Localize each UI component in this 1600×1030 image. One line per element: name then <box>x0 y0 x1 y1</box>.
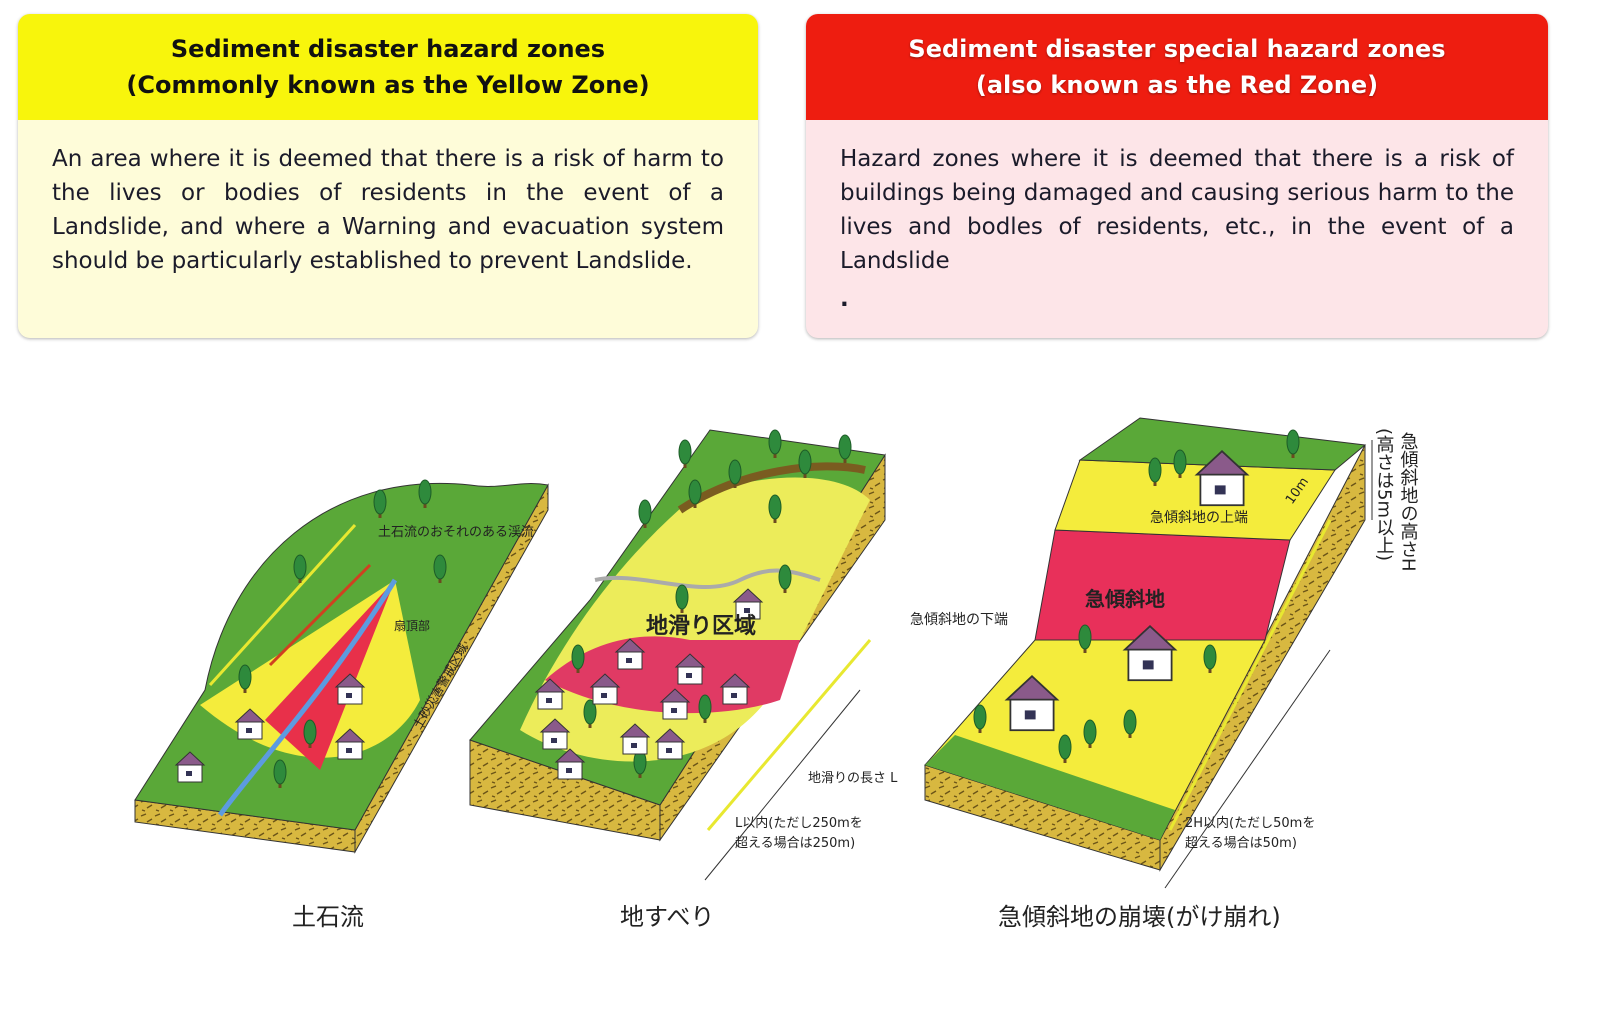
landslide-scarp <box>677 462 866 514</box>
landslide-yellow-zone <box>520 477 870 762</box>
ground-top <box>469 429 886 806</box>
top-edge-label: 急傾斜地の上端 <box>1150 510 1248 526</box>
caption-landslide: 地すべり <box>620 903 714 931</box>
ten-m-label: 10m <box>1283 475 1312 508</box>
steep-slope-label: 急傾斜地 <box>1085 587 1165 611</box>
debris-top-label: 土石流のおそれのある渓流 <box>378 525 534 540</box>
yellow-zone-title: Sediment disaster hazard zones <box>170 35 606 63</box>
yellow-fan <box>200 580 420 758</box>
steep-slope-illustration: 急傾斜地 急傾斜地の上端 急傾斜地の下端 10m 急傾斜地の高さH (高さは5m… <box>910 417 1419 889</box>
road <box>594 568 821 589</box>
red-channel <box>265 580 395 770</box>
upper-yellow-band <box>1054 459 1336 541</box>
soil-side-face <box>1159 444 1366 872</box>
red-zone-header: Sediment disaster special hazard zones (… <box>806 14 1548 120</box>
red-zone-description-wrap: Hazard zones where it is deemed that the… <box>806 120 1548 338</box>
landslide-length-label: 地滑りの長さ L <box>808 771 898 786</box>
caption-steep-slope: 急傾斜地の崩壊(がけ崩れ) <box>998 903 1281 931</box>
slope-range-line1: 2H以内(ただし50mを <box>1185 815 1315 831</box>
caption-debris-flow: 土石流 <box>292 903 364 931</box>
soil-front-face <box>469 739 661 841</box>
debris-side-label: 土砂災害警戒区域 <box>410 641 471 732</box>
bottom-edge-label: 急傾斜地の下端 <box>910 612 1008 628</box>
yellow-zone-description: An area where it is deemed that there is… <box>52 146 724 274</box>
landslide-range-line2: 超える場合は250m) <box>735 836 855 851</box>
lower-green-strip <box>925 735 1175 840</box>
soil-front-face <box>134 799 356 853</box>
lower-yellow-band <box>924 639 1266 841</box>
debris-fan-label: 扇頂部 <box>394 618 430 633</box>
top-green <box>1078 417 1367 471</box>
height-note-label: (高さは5m以上) <box>1374 428 1395 561</box>
red-zone-trailing: . <box>840 286 849 312</box>
slope-range-line2: 超える場合は50m) <box>1185 836 1297 851</box>
height-label: 急傾斜地の高さH <box>1398 432 1419 572</box>
yellow-zone-card: Sediment disaster hazard zones (Commonly… <box>18 14 758 338</box>
soil-side-face <box>659 453 886 842</box>
soil-front-face <box>924 764 1161 871</box>
landslide-range-line1: L以内(ただし250mを <box>735 815 863 831</box>
landslide-area-label: 地滑り区域 <box>646 613 756 639</box>
debris-flow-illustration: 土石流のおそれのある渓流 扇頂部 土砂災害警戒区域 <box>134 479 549 854</box>
soil-side-face <box>354 483 549 854</box>
landslide-red-zone <box>545 636 800 714</box>
stream <box>217 578 398 817</box>
hill-top <box>134 483 549 831</box>
red-zone-subtitle: (also known as the Red Zone) <box>975 71 1379 99</box>
red-slope-band <box>1034 529 1291 641</box>
landslide-illustration: 地滑り区域 地滑りの長さ L L以内(ただし250mを 超える場合は250m) <box>469 429 898 881</box>
yellow-zone-subtitle: (Commonly known as the Yellow Zone) <box>126 71 650 99</box>
yellow-zone-header: Sediment disaster hazard zones (Commonly… <box>18 14 758 120</box>
red-zone-card: Sediment disaster special hazard zones (… <box>806 14 1548 338</box>
red-zone-title: Sediment disaster special hazard zones <box>908 35 1446 63</box>
red-zone-description: Hazard zones where it is deemed that the… <box>840 146 1514 274</box>
